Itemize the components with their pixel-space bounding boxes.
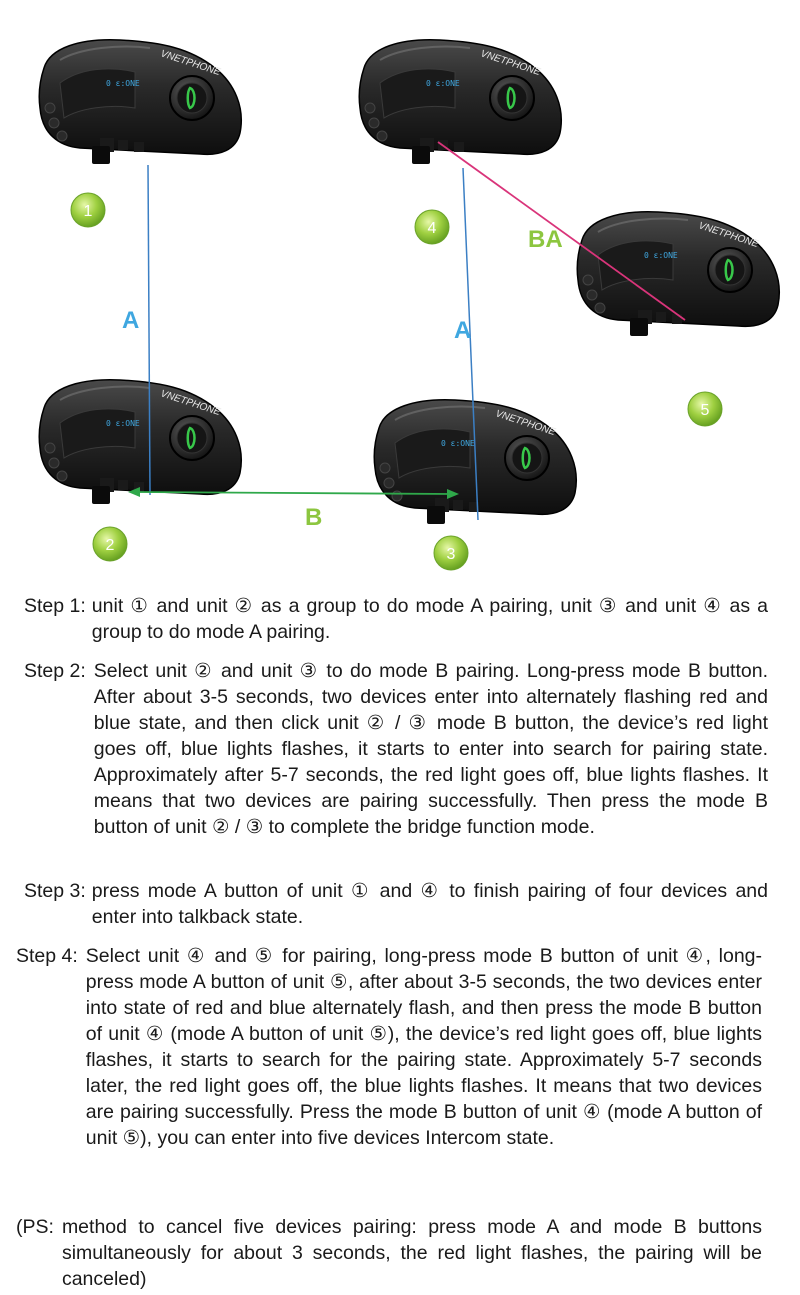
step-2-text: Select unit ② and unit ③ to do mode B pa… <box>93 660 768 838</box>
link-b <box>134 491 453 495</box>
link-a-right <box>462 167 479 521</box>
unit-4-device: VNETPHONE 0 ɛ:ONE <box>357 38 563 166</box>
unit-badge-2: 2 <box>92 526 128 562</box>
step-4: Step 4: Select unit ④ and ⑤ for pairing,… <box>16 943 762 1151</box>
unit-badge-4: 4 <box>414 209 450 245</box>
link-label-ba: BA <box>528 226 563 253</box>
unit-badge-3: 3 <box>433 535 469 571</box>
link-label-a-left: A <box>122 307 139 334</box>
link-label-b: B <box>305 504 322 531</box>
device-screen-text: 0 ɛ:ONE <box>441 439 475 448</box>
unit-2-device: VNETPHONE 0 ɛ:ONE <box>37 378 243 506</box>
step-3-text: press mode A button of unit ① and ④ to f… <box>91 880 768 928</box>
device-screen-text: 0 ɛ:ONE <box>106 79 140 88</box>
unit-3-device: VNETPHONE 0 ɛ:ONE <box>372 398 578 526</box>
svg-text:1: 1 <box>84 203 93 220</box>
svg-text:5: 5 <box>701 402 710 419</box>
ps-text: method to cancel five devices pairing: p… <box>61 1216 762 1290</box>
step-2: Step 2: Select unit ② and unit ③ to do m… <box>24 658 768 840</box>
step-3: Step 3: press mode A button of unit ① an… <box>24 878 768 930</box>
svg-text:4: 4 <box>428 220 437 237</box>
step-1-text: unit ① and unit ② as a group to do mode … <box>91 595 768 643</box>
step-4-label: Step 4: <box>16 945 78 967</box>
step-3-label: Step 3: <box>24 880 86 902</box>
step-1: Step 1: unit ① and unit ② as a group to … <box>24 593 768 645</box>
pairing-diagram: VNETPHONE 0 ɛ:ONE VNETPHONE 0 ɛ:ONE VNET… <box>37 38 781 571</box>
ps-label: (PS: <box>16 1216 54 1238</box>
step-1-label: Step 1: <box>24 595 86 617</box>
link-b-arrow-left <box>128 487 140 497</box>
step-2-label: Step 2: <box>24 660 86 682</box>
unit-badge-1: 1 <box>70 192 106 228</box>
unit-1-device: VNETPHONE 0 ɛ:ONE <box>37 38 243 166</box>
svg-text:2: 2 <box>106 537 115 554</box>
step-4-text: Select unit ④ and ⑤ for pairing, long-pr… <box>85 945 762 1149</box>
link-ba <box>437 141 686 321</box>
unit-badge-5: 5 <box>687 391 723 427</box>
link-b-arrow-right <box>447 489 459 499</box>
link-label-a-right: A <box>454 317 471 344</box>
device-screen-text: 0 ɛ:ONE <box>106 419 140 428</box>
link-a-left <box>147 164 151 496</box>
unit-5-device: VNETPHONE 0 ɛ:ONE <box>575 210 781 338</box>
device-screen-text: 0 ɛ:ONE <box>644 251 678 260</box>
device-screen-text: 0 ɛ:ONE <box>426 79 460 88</box>
ps-note: (PS: method to cancel five devices pairi… <box>16 1214 762 1292</box>
svg-text:3: 3 <box>447 546 456 563</box>
